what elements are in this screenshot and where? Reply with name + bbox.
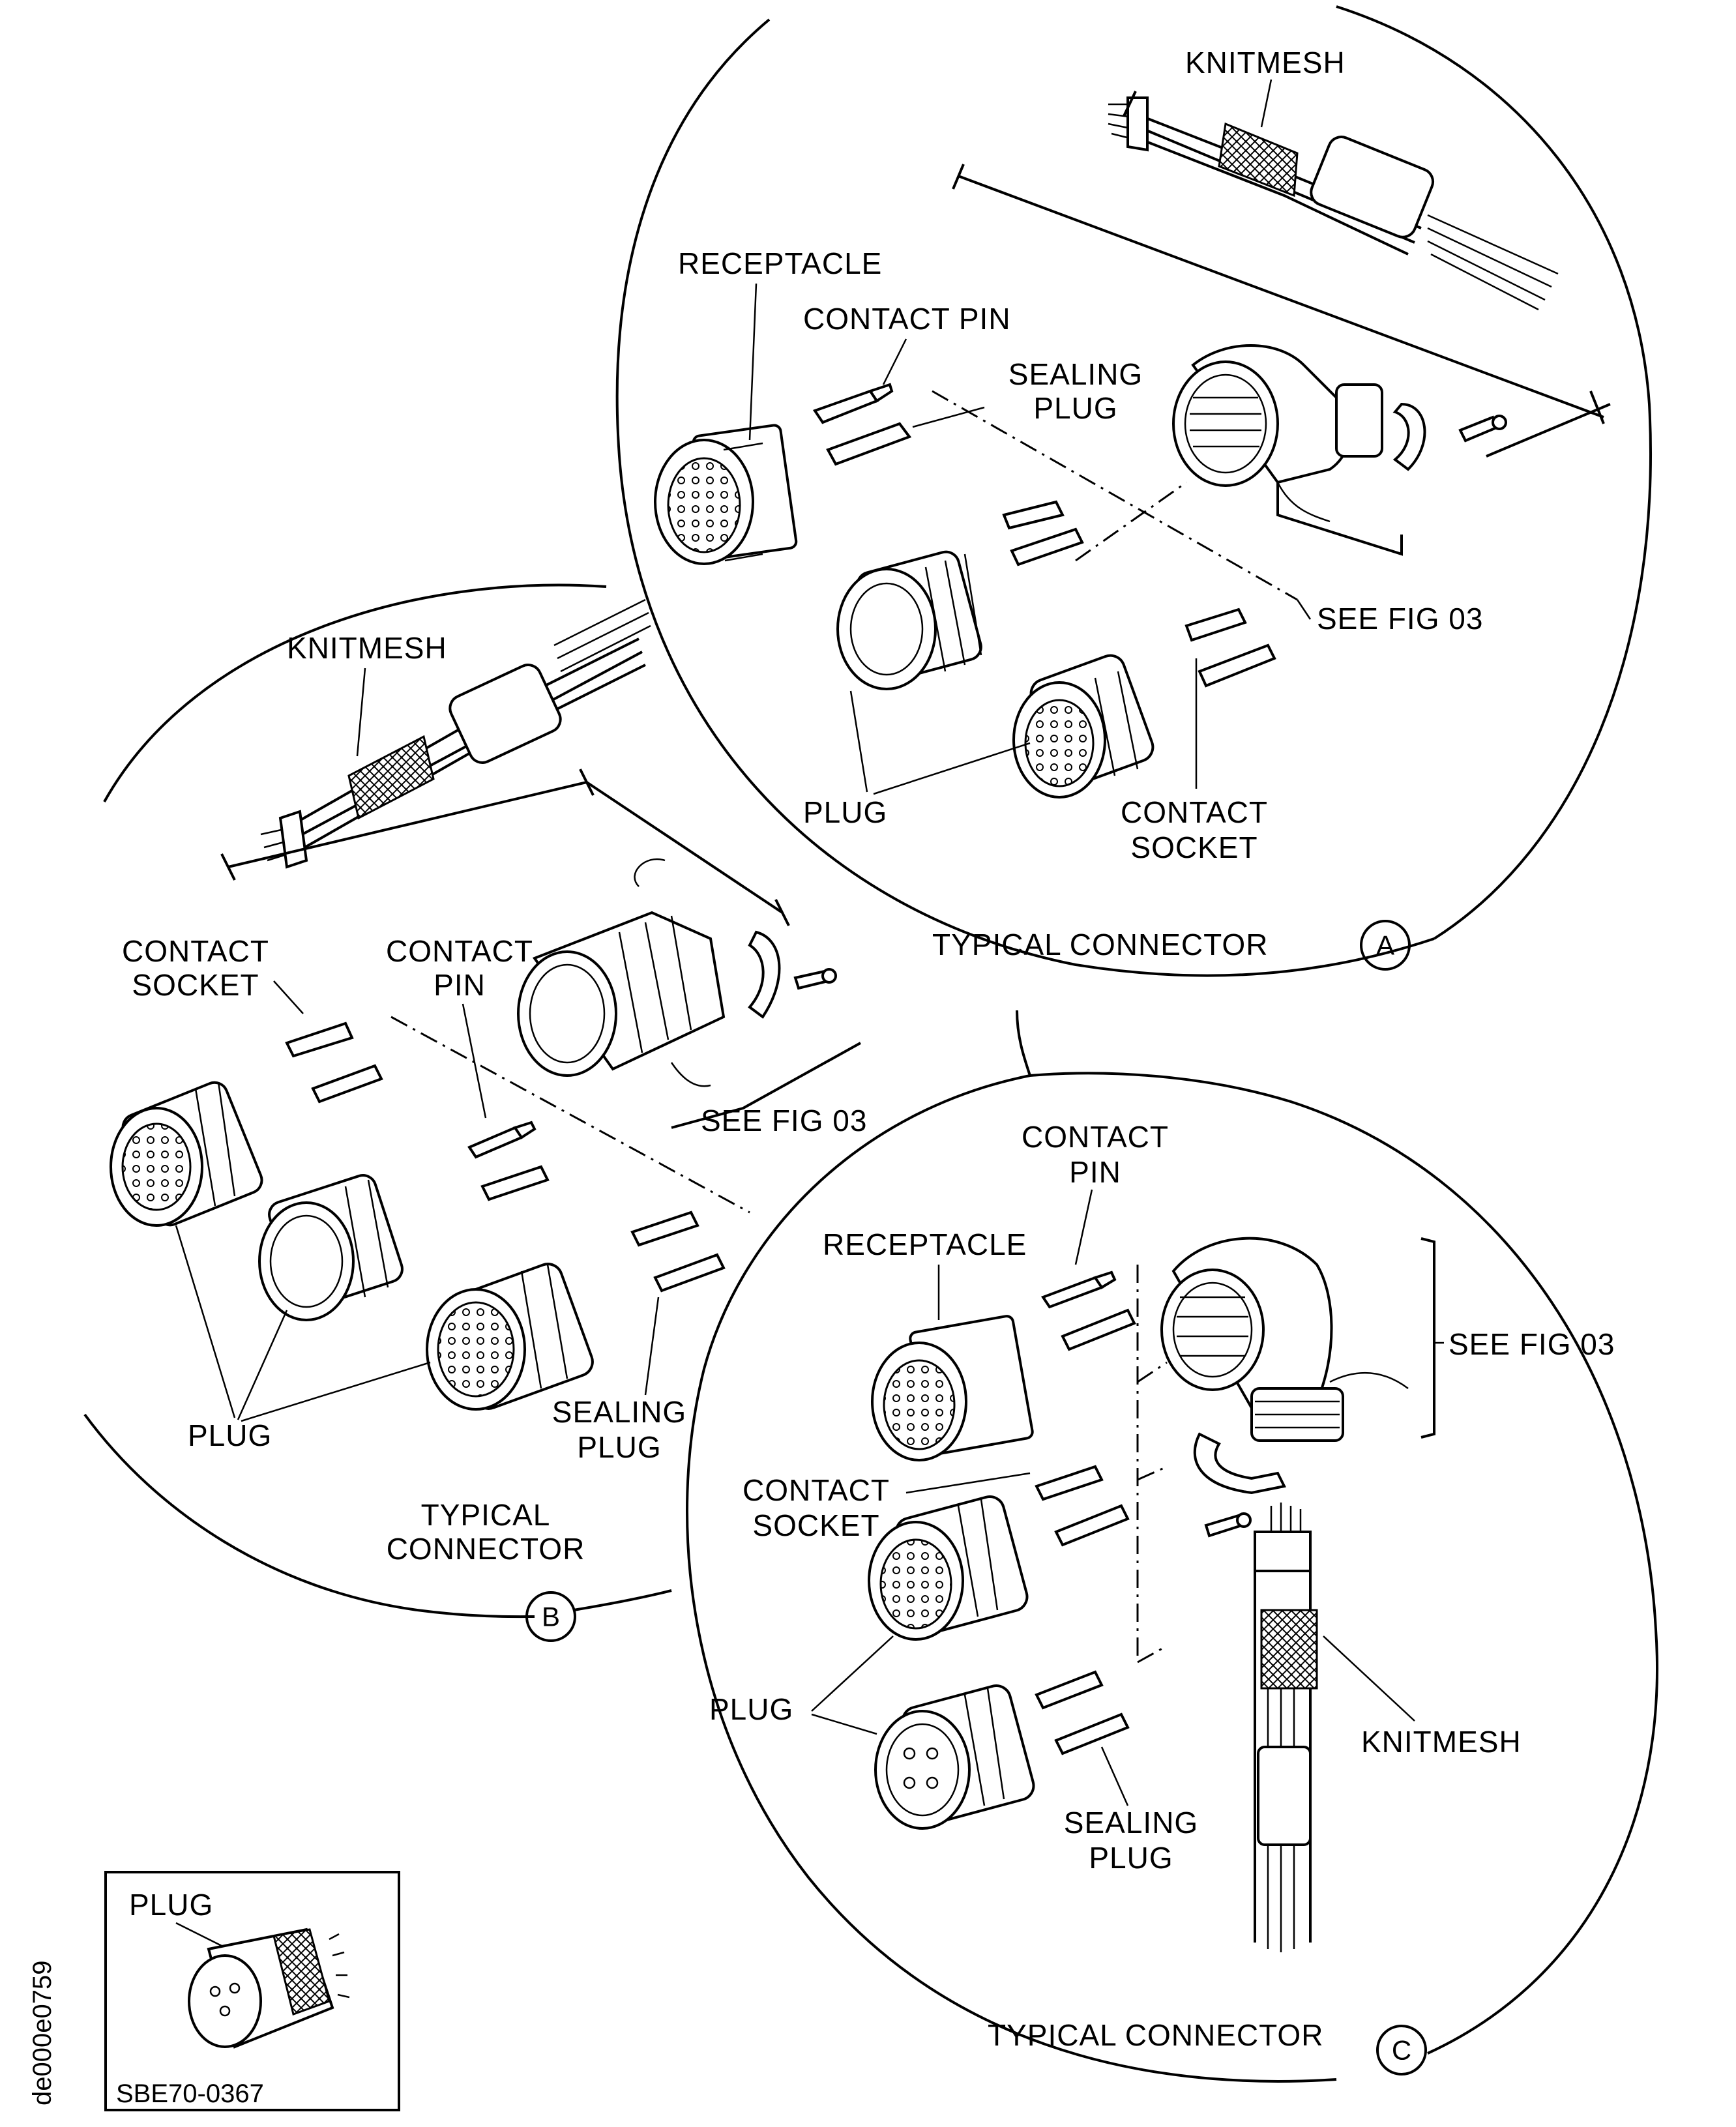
detail-a-knitmesh-leader (1260, 79, 1273, 128)
detail-a-contact-pin (812, 383, 894, 424)
detail-b-screw (793, 968, 837, 990)
detail-b-contact-socket-label-1: CONTACT (122, 934, 269, 968)
detail-a-sealing-label-2: PLUG (1033, 391, 1117, 425)
detail-c: CONTACT PIN RECEPTACLE SEE FIG 03 (686, 1010, 1659, 2083)
detail-a-contact-pin-label: CONTACT PIN (803, 302, 1011, 336)
detail-c-sealing-plug (1035, 1670, 1104, 1710)
detail-a-plug-label: PLUG (803, 795, 887, 829)
detail-a-contact-socket-label-2: SOCKET (1130, 830, 1258, 864)
detail-c-knitmesh-label: KNITMESH (1361, 1725, 1522, 1759)
detail-b-contact-pin-label-1: CONTACT (386, 934, 533, 968)
detail-c-contact-pin-label-1: CONTACT (1022, 1120, 1169, 1154)
detail-a: KNITMESH RECEPTACLE CONTACT PIN SEALING … (615, 5, 1653, 977)
detail-a-elbow-backshell (1172, 344, 1426, 523)
detail-b-plug-3 (426, 1263, 594, 1411)
detail-b-plug-2 (258, 1174, 404, 1321)
inset-plug (188, 1928, 350, 2049)
detail-c-letter: C (1392, 2035, 1411, 2066)
detail-b: KNITMESH CONTACT SOCKET CONTACT PIN (83, 583, 867, 1642)
detail-c-contact-socket-label-2: SOCKET (752, 1508, 879, 1542)
detail-b-see-fig-label: SEE FIG 03 (701, 1104, 867, 1137)
detail-a-plug-2 (1012, 654, 1155, 799)
detail-c-sealing-label-1: SEALING (1064, 1806, 1198, 1840)
detail-b-plug-label: PLUG (188, 1418, 272, 1452)
detail-c-see-fig-label: SEE FIG 03 (1449, 1327, 1615, 1361)
detail-a-circle-outline (615, 5, 1653, 977)
detail-c-elbow-backshell (1160, 1237, 1409, 1442)
detail-b-backshell (517, 858, 781, 1087)
detail-b-contact-pin-label-2: PIN (434, 968, 486, 1002)
detail-b-contact-pin (467, 1121, 537, 1159)
detail-c-circle-outline (686, 1010, 1659, 2083)
detail-c-contact-socket-label-1: CONTACT (743, 1473, 890, 1507)
side-code: de000e0759 (28, 1961, 57, 2105)
detail-a-receptacle (654, 424, 798, 565)
detail-b-plug-1 (110, 1081, 263, 1227)
detail-a-letter-circle (1360, 920, 1411, 971)
detail-c-clamp (1193, 1432, 1286, 1495)
detail-a-screw (1458, 415, 1507, 443)
inset-plug-box: PLUG SBE70-0367 (104, 1871, 400, 2111)
detail-b-sealing-plug-top (311, 1064, 383, 1104)
inset-plug-label: PLUG (129, 1888, 213, 1922)
detail-a-cable (1108, 96, 1559, 311)
detail-b-sealing-label-1: SEALING (552, 1395, 686, 1429)
detail-b-letter: B (542, 1602, 560, 1632)
detail-b-knitmesh-label: KNITMESH (287, 631, 447, 665)
detail-a-caption: TYPICAL CONNECTOR (932, 928, 1268, 961)
detail-b-letter-circle (525, 1591, 576, 1642)
detail-c-letter-circle (1376, 2025, 1427, 2076)
detail-c-caption: TYPICAL CONNECTOR (988, 2018, 1323, 2052)
detail-b-caption-2: CONNECTOR (387, 1532, 585, 1566)
detail-c-receptacle (871, 1315, 1034, 1461)
detail-c-receptacle-label: RECEPTACLE (823, 1227, 1027, 1261)
detail-a-see-fig-label: SEE FIG 03 (1317, 602, 1483, 636)
detail-c-plug-1 (868, 1495, 1029, 1641)
detail-b-caption-1: TYPICAL (421, 1498, 551, 1532)
detail-c-cable (1254, 1503, 1318, 1952)
detail-a-receptacle-label: RECEPTACLE (678, 246, 882, 280)
detail-b-sealing-label-2: PLUG (577, 1430, 661, 1464)
detail-a-letter: A (1376, 930, 1394, 961)
detail-a-sealing-label-1: SEALING (1008, 357, 1143, 391)
detail-a-sealing-plug (826, 422, 912, 466)
detail-b-circle-outline (83, 583, 672, 1619)
figure-id: SBE70-0367 (116, 2079, 264, 2108)
detail-b-cable (260, 598, 651, 869)
detail-a-contact-socket-label-1: CONTACT (1121, 795, 1268, 829)
detail-b-contact-socket-label-2: SOCKET (132, 968, 259, 1002)
detail-c-contact-socket (1035, 1465, 1104, 1501)
detail-c-contact-pin-label-2: PIN (1069, 1155, 1121, 1189)
detail-a-plug-1 (836, 550, 982, 690)
inset-frame (104, 1871, 400, 2111)
detail-b-sealing-plug (653, 1253, 726, 1293)
detail-c-sealing-label-2: PLUG (1089, 1841, 1173, 1875)
detail-c-contact-pin (1040, 1270, 1117, 1309)
detail-a-knitmesh-label: KNITMESH (1185, 46, 1346, 80)
detail-b-contact-socket (285, 1021, 354, 1058)
detail-c-plug-2 (874, 1684, 1035, 1830)
detail-a-span-line (952, 91, 1604, 418)
detail-c-screw (1204, 1512, 1252, 1538)
detail-c-plug-label: PLUG (709, 1692, 793, 1726)
